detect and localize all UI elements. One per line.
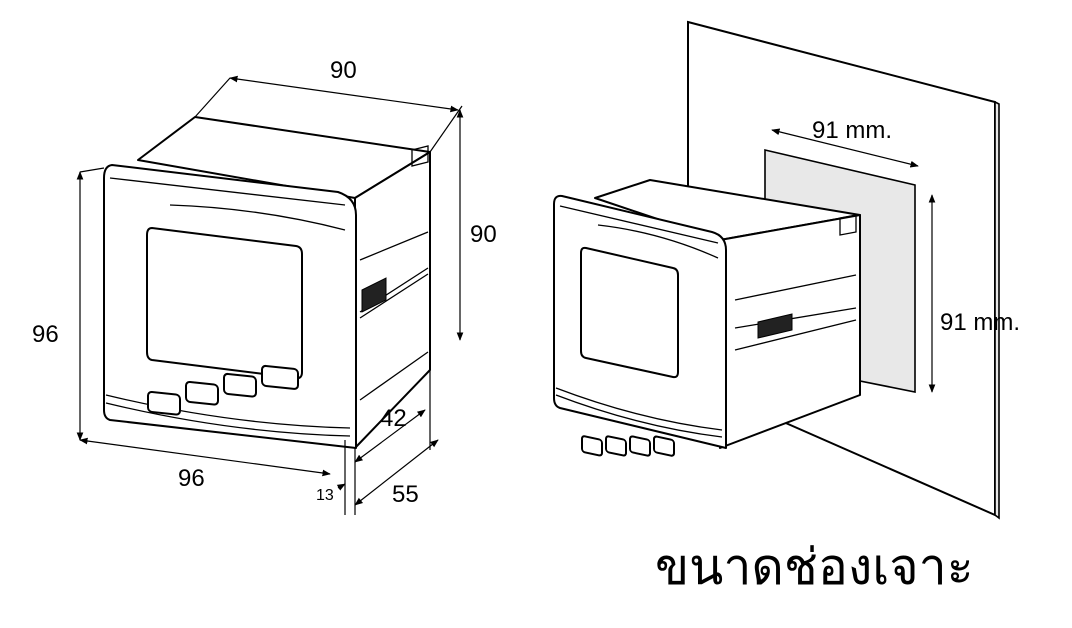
dimension-lines-left (76, 75, 464, 515)
meter-right-button-1 (581, 435, 603, 457)
meter-right-screen (580, 246, 679, 379)
meter-right-button-2 (605, 435, 627, 457)
dim-depth-behind-panel: 42 (380, 405, 407, 432)
cutout-width-label: 91 mm. (812, 117, 892, 144)
meter-left (103, 116, 431, 449)
side-connector-right (757, 313, 793, 339)
side-connector (361, 277, 387, 313)
dim-bezel-depth: 13 (316, 487, 334, 504)
meter-button-4 (261, 364, 299, 390)
meter-button-3 (223, 372, 257, 398)
meter-right-button-4 (653, 435, 675, 457)
cutout-height-label: 91 mm. (940, 309, 1020, 336)
meter-button-1 (147, 390, 181, 416)
meter-button-2 (185, 380, 219, 406)
dim-front-height: 96 (32, 321, 59, 348)
dim-front-width: 96 (178, 465, 205, 492)
dim-total-depth: 55 (392, 481, 419, 508)
meter-screen (146, 226, 303, 380)
dim-top-depth: 90 (330, 57, 357, 84)
dim-right-height: 90 (470, 221, 497, 248)
cutout-caption: ขนาดช่องเจาะ (655, 538, 974, 596)
cutout-dimension-lines (771, 128, 936, 393)
meter-right-button-3 (629, 435, 651, 457)
